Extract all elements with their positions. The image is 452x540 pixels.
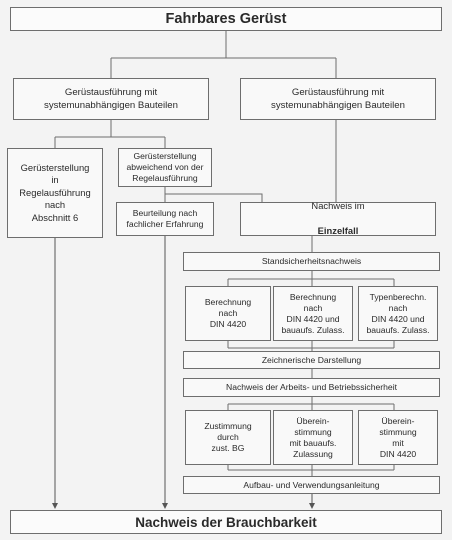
connector-calc-join: [227, 341, 395, 351]
zeichnerisch-label: Zeichnerische Darstellung: [261, 354, 362, 365]
connector-title-split: [110, 31, 337, 78]
berechnung-box-2: Berechnung nach DIN 4420 und bauaufs. Zu…: [273, 286, 353, 341]
uebereinstimmung-box-1: Überein- stimmung mit bauaufs. Zulassung: [273, 410, 353, 465]
uebereinstimmung-label-1: Überein- stimmung mit bauaufs. Zulassung: [289, 415, 337, 459]
berechnung-label-2: Berechnung nach DIN 4420 und bauaufs. Zu…: [281, 291, 345, 335]
standsicherheit-box: Standsicherheitsnachweis: [183, 252, 440, 271]
aufbau-box: Aufbau- und Verwendungsanleitung: [183, 476, 440, 494]
connector-abweichend: [164, 187, 263, 202]
branch-left-box: Gerüstausführung mit systemunabhängigen …: [13, 78, 209, 120]
result-label: Nachweis der Brauchbarkeit: [135, 514, 317, 530]
arbeitssicherheit-box: Nachweis der Arbeits- und Betriebssicher…: [183, 378, 440, 397]
branch-left-label: Gerüstausführung mit systemunabhängigen …: [44, 87, 178, 111]
uebereinstimmung-label-2: Überein- stimmung mit DIN 4420: [379, 415, 417, 459]
regel-box: Gerüsterstellung in Regelausführung nach…: [7, 148, 103, 238]
berechnung-label-3: Typenberechn. nach DIN 4420 und bauaufs.…: [366, 291, 430, 335]
zustimmung-box: Zustimmung durch zust. BG: [185, 410, 271, 465]
connector-left-split: [54, 120, 166, 148]
result-box: Nachweis der Brauchbarkeit: [10, 510, 442, 534]
einzelfall-line1: Nachweis im: [311, 200, 365, 212]
einzelfall-box: Nachweis im Einzelfall: [240, 200, 436, 237]
connector-check-join: [227, 465, 395, 476]
berechnung-box-1: Berechnung nach DIN 4420: [185, 286, 271, 341]
standsicherheit-label: Standsicherheitsnachweis: [261, 256, 362, 266]
beurteilung-box: Beurteilung nach fachlicher Erfahrung: [116, 202, 214, 236]
connector-check-split: [227, 397, 395, 410]
branch-right-label: Gerüstausführung mit systemunabhängigen …: [271, 87, 405, 111]
einzelfall-line2: Einzelfall: [317, 225, 359, 237]
abweichend-box: Gerüsterstellung abweichend von der Rege…: [118, 148, 212, 187]
connector-calc-split: [227, 271, 395, 286]
branch-right-box: Gerüstausführung mit systemunabhängigen …: [240, 78, 436, 120]
title-box: Fahrbares Gerüst: [10, 7, 442, 31]
regel-label: Gerüsterstellung in Regelausführung nach…: [19, 161, 91, 223]
zustimmung-label: Zustimmung durch zust. BG: [204, 421, 252, 453]
uebereinstimmung-box-2: Überein- stimmung mit DIN 4420: [358, 410, 438, 465]
zeichnerisch-box: Zeichnerische Darstellung: [183, 351, 440, 369]
beurteilung-label: Beurteilung nach fachlicher Erfahrung: [126, 208, 204, 229]
aufbau-label: Aufbau- und Verwendungsanleitung: [243, 479, 380, 490]
abweichend-label: Gerüsterstellung abweichend von der Rege…: [126, 151, 204, 183]
berechnung-box-3: Typenberechn. nach DIN 4420 und bauaufs.…: [358, 286, 438, 341]
page-title: Fahrbares Gerüst: [165, 10, 287, 27]
berechnung-label-1: Berechnung nach DIN 4420: [204, 297, 252, 329]
arbeitssicherheit-label: Nachweis der Arbeits- und Betriebssicher…: [225, 382, 397, 392]
